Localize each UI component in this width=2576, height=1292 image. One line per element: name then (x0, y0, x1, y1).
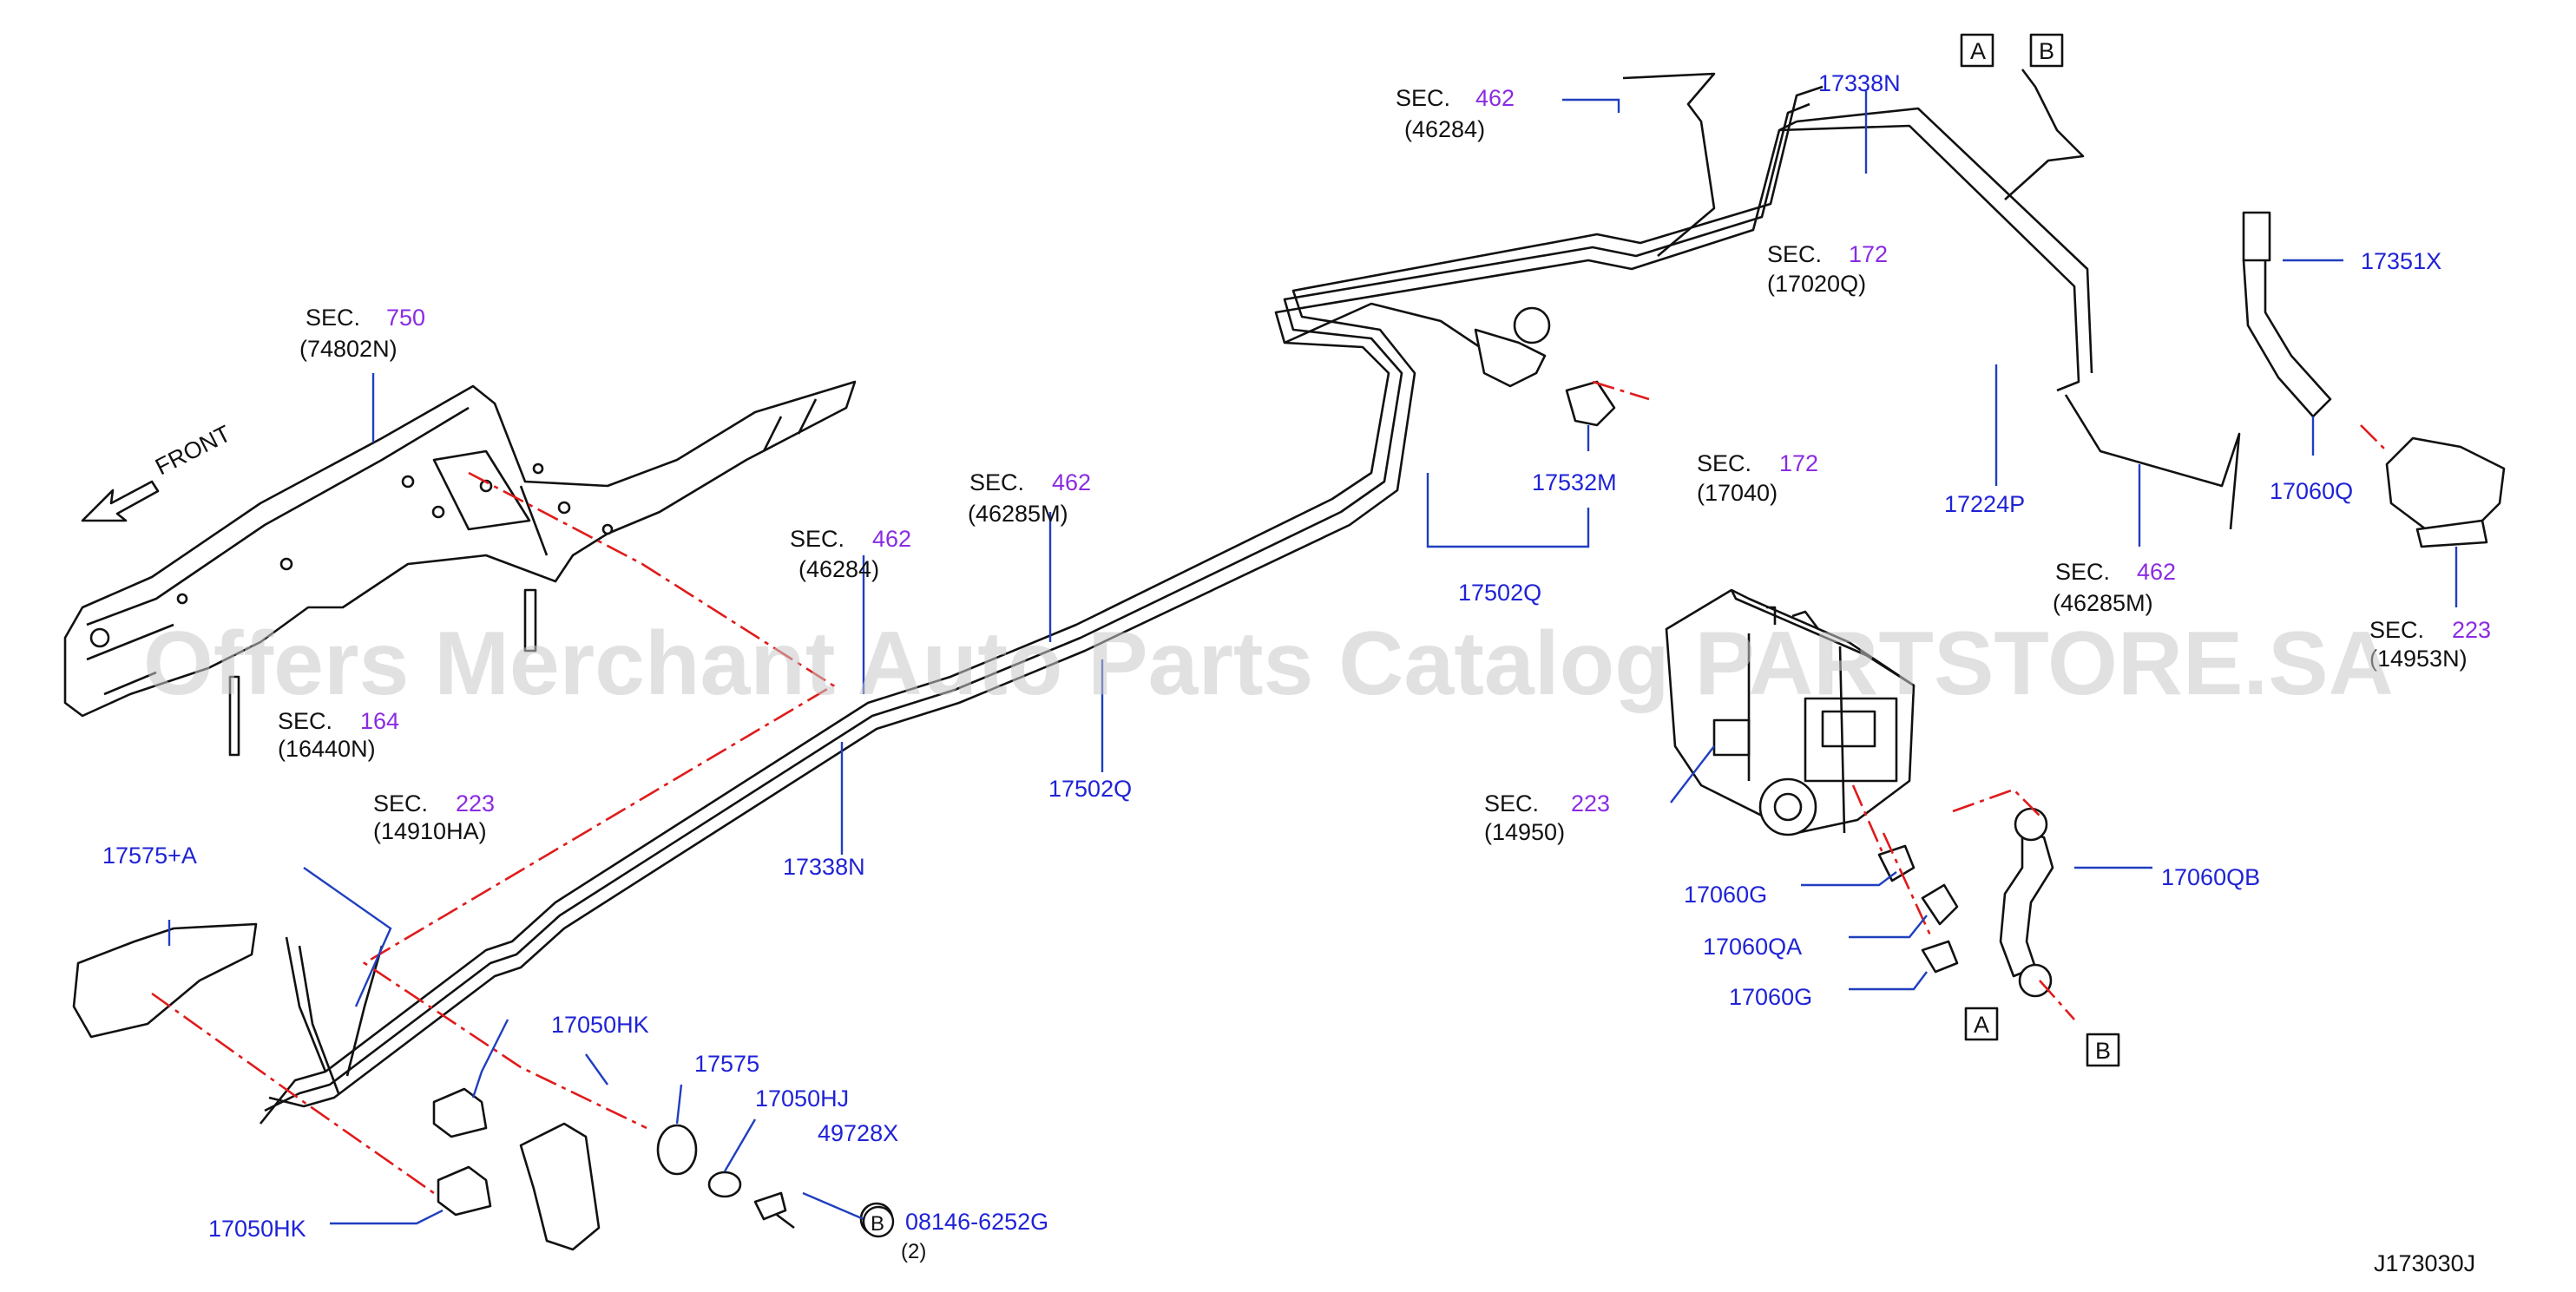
callout-sec750: SEC. 750 (74802N) (299, 305, 425, 362)
part-17050hj: 17050HJ (755, 1085, 849, 1112)
svg-text:SEC.: SEC. (1484, 790, 1539, 817)
svg-text:SEC.: SEC. (790, 526, 844, 552)
part-17060q: 17060Q (2270, 478, 2353, 504)
part-numbers: 17575+A 17338N 17502Q 17502Q 17532M 1733… (102, 70, 2441, 1242)
callout-sec223b: SEC. 223 (14950) (1484, 790, 1610, 845)
callout-sec462b: SEC. 462 (46285M) (968, 469, 1091, 527)
svg-text:172: 172 (1849, 241, 1888, 267)
svg-text:462: 462 (872, 526, 911, 552)
callout-sec223a: SEC. 223 (14910HA) (373, 790, 495, 844)
frame-rail (63, 380, 857, 757)
hoses-right (1999, 211, 2506, 998)
svg-text:(14910HA): (14910HA) (373, 818, 487, 844)
svg-text:SEC.: SEC. (278, 708, 332, 734)
svg-text:SEC.: SEC. (969, 469, 1024, 495)
bolt-qty: (2) (901, 1240, 926, 1263)
part-17502q-low: 17502Q (1048, 776, 1132, 802)
svg-text:(46284): (46284) (1404, 116, 1485, 142)
front-arrow-icon (81, 480, 160, 522)
callout-sec223c: SEC. 223 (14953N) (2369, 617, 2491, 672)
bolt-mark: B (871, 1212, 884, 1236)
svg-text:(46285M): (46285M) (968, 501, 1068, 527)
front-label: FRONT (151, 420, 234, 480)
svg-text:(46285M): (46285M) (2053, 590, 2153, 616)
connector-tags: A B A B (1960, 33, 2120, 1067)
callout-sec462a: SEC. 462 (46284) (790, 526, 911, 582)
callout-sec172a: SEC. 172 (17020Q) (1767, 241, 1888, 297)
connector-b-bottom: B (2095, 1038, 2111, 1064)
svg-text:(17040): (17040) (1697, 480, 1778, 506)
watermark: Offers Merchant Auto Parts Catalog PARTS… (143, 613, 2394, 714)
connector-a-bottom: A (1974, 1012, 1989, 1038)
svg-text:SEC.: SEC. (1396, 85, 1450, 111)
svg-text:SEC.: SEC. (2055, 559, 2110, 585)
svg-text:SEC.: SEC. (2369, 617, 2424, 643)
fuel-pipe-assembly (259, 69, 2241, 1125)
part-17224p: 17224P (1944, 491, 2025, 517)
svg-text:223: 223 (1571, 790, 1610, 817)
part-17502q-up: 17502Q (1458, 580, 1541, 606)
callout-sec164: SEC. 164 (16440N) (278, 708, 399, 762)
svg-text:(46284): (46284) (798, 556, 879, 582)
svg-text:SEC.: SEC. (306, 305, 360, 331)
svg-text:462: 462 (2137, 559, 2176, 585)
svg-text:462: 462 (1475, 85, 1515, 111)
svg-text:(74802N): (74802N) (299, 336, 398, 362)
bolt-callout: B 08146-6252G (2) (862, 1205, 1048, 1263)
svg-text:223: 223 (456, 790, 495, 817)
svg-text:750: 750 (386, 305, 425, 331)
leader-lines (168, 91, 2458, 1225)
svg-text:172: 172 (1779, 450, 1818, 476)
part-17575-a: 17575+A (102, 843, 197, 869)
part-17575: 17575 (694, 1051, 759, 1077)
connector-b-top: B (2039, 38, 2054, 64)
svg-text:SEC.: SEC. (1697, 450, 1751, 476)
part-08146-6252g: 08146-6252G (905, 1209, 1048, 1235)
connector-a-top: A (1970, 38, 1986, 64)
part-17050hk-1: 17050HK (551, 1012, 649, 1038)
red-dashed-lines (151, 380, 2388, 1195)
part-17050hk-2: 17050HK (208, 1216, 306, 1242)
clamps (1877, 844, 1959, 974)
svg-text:(14953N): (14953N) (2369, 646, 2468, 672)
svg-text:SEC.: SEC. (1767, 241, 1822, 267)
svg-text:462: 462 (1052, 469, 1091, 495)
part-17532m: 17532M (1532, 469, 1617, 495)
callout-sec172b: SEC. 172 (17040) (1697, 450, 1818, 506)
part-17338n-low: 17338N (783, 854, 865, 880)
svg-text:(17020Q): (17020Q) (1767, 271, 1866, 297)
part-17351x: 17351X (2361, 248, 2441, 274)
vapor-line-17502q (1284, 302, 1616, 427)
part-17060qa: 17060QA (1703, 934, 1802, 960)
evap-canister (1665, 588, 1916, 836)
part-17060g-1: 17060G (1684, 882, 1767, 908)
svg-text:SEC.: SEC. (373, 790, 428, 817)
svg-text:164: 164 (360, 708, 399, 734)
part-49728x: 49728X (818, 1120, 898, 1146)
svg-text:(16440N): (16440N) (278, 736, 376, 762)
callout-sec462c: SEC. 462 (46284) (1396, 85, 1515, 142)
diagram-id: J173030J (2374, 1250, 2475, 1276)
part-17060qb: 17060QB (2161, 864, 2260, 890)
callout-sec462d: SEC. 462 (46285M) (2053, 559, 2176, 616)
part-17060g-2: 17060G (1729, 984, 1812, 1010)
part-17338n-top: 17338N (1818, 70, 1901, 96)
svg-text:(14950): (14950) (1484, 819, 1565, 845)
svg-text:223: 223 (2452, 617, 2491, 643)
